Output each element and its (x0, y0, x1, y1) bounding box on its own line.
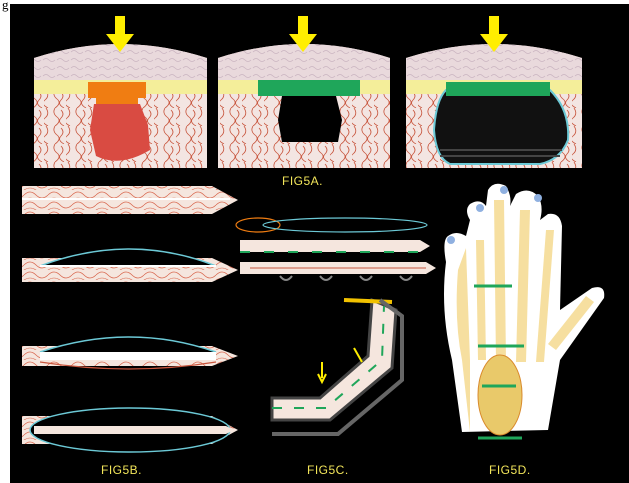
fig5c-label: FIG5C. (307, 463, 349, 477)
fig5b-label: FIG5B. (101, 463, 142, 477)
fig5a-label: FIG5A. (282, 174, 323, 188)
fig5a-panel-2 (218, 10, 390, 168)
fig5a-panel-1 (34, 10, 207, 168)
fig5d-label: FIG5D. (489, 463, 531, 477)
fig5a-panel-3 (406, 10, 582, 168)
fig5b-bar-1 (22, 186, 238, 214)
